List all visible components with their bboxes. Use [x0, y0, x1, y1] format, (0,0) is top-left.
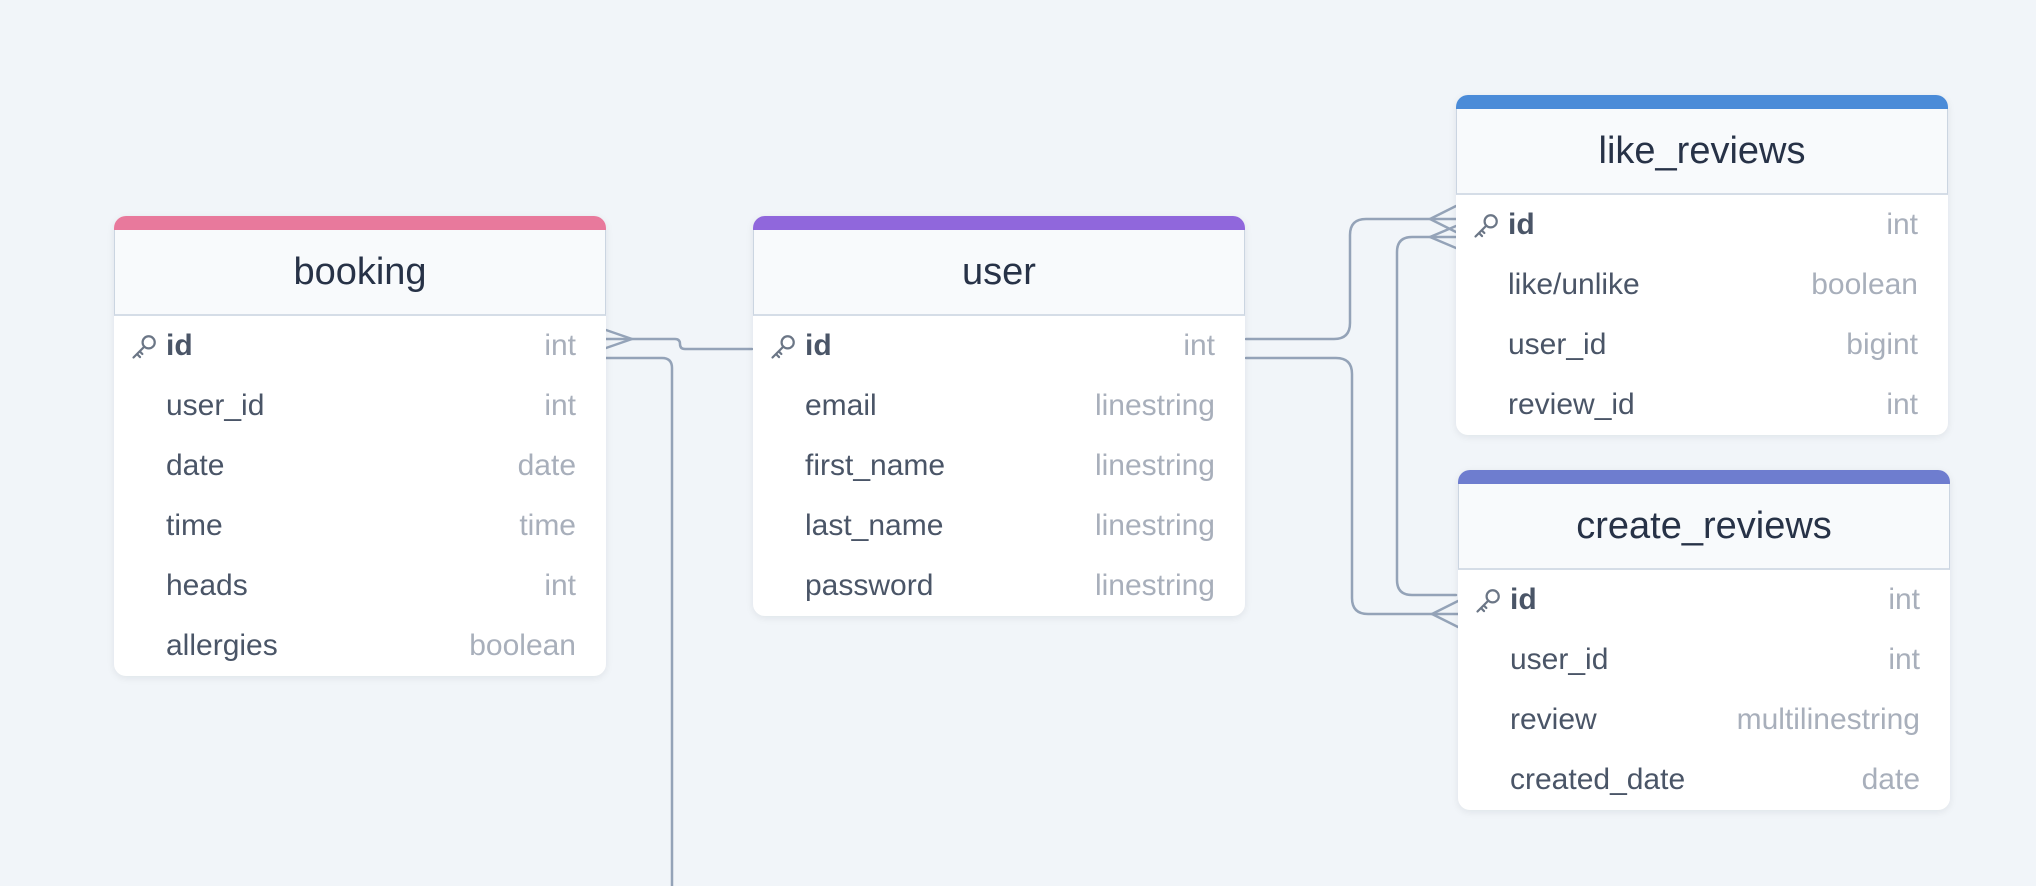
- table-booking[interactable]: booking id int user_id int date date tim…: [114, 216, 606, 676]
- field-name: like/unlike: [1508, 268, 1640, 301]
- field-name: allergies: [166, 629, 278, 662]
- field-name: user_id: [1508, 328, 1607, 361]
- crowsfoot-booking-user: [604, 328, 634, 350]
- field-name: user_id: [166, 389, 265, 422]
- field-type: date: [1861, 763, 1920, 796]
- field-type: int: [1886, 388, 1918, 421]
- field-row[interactable]: user_id int: [1458, 630, 1950, 690]
- field-type: int: [1888, 643, 1920, 676]
- connector-booking-user: [604, 337, 754, 351]
- field-type: int: [544, 389, 576, 422]
- crowsfoot-create-reviews: [1430, 599, 1460, 629]
- field-row[interactable]: first_name linestring: [753, 436, 1245, 496]
- field-name: password: [805, 569, 934, 602]
- table-title: like_reviews: [1598, 129, 1806, 172]
- table-title: create_reviews: [1576, 504, 1832, 547]
- field-name: last_name: [805, 509, 944, 542]
- field-name: email: [805, 389, 877, 422]
- field-row[interactable]: user_id bigint: [1456, 315, 1948, 375]
- table-header-accent: [753, 216, 1245, 230]
- field-type: linestring: [1094, 389, 1215, 422]
- field-row[interactable]: like/unlike boolean: [1456, 255, 1948, 315]
- key-icon: [1474, 214, 1498, 238]
- field-name: id: [1508, 208, 1535, 241]
- table-header[interactable]: booking: [114, 230, 606, 316]
- key-icon: [1476, 589, 1500, 613]
- field-type: linestring: [1094, 569, 1215, 602]
- connector-user-create-reviews: [1244, 356, 1460, 616]
- table-user[interactable]: user id int email linestring first_name …: [753, 216, 1245, 616]
- field-name: id: [1510, 583, 1537, 616]
- crowsfoot-like-reviews-b: [1428, 224, 1458, 250]
- field-type: int: [544, 329, 576, 362]
- field-type: int: [544, 569, 576, 602]
- table-create-reviews[interactable]: create_reviews id int user_id int review…: [1458, 470, 1950, 810]
- key-icon: [132, 335, 156, 359]
- key-icon: [771, 335, 795, 359]
- field-name: id: [805, 329, 832, 362]
- field-row[interactable]: review multilinestring: [1458, 690, 1950, 750]
- field-list: id int email linestring first_name lines…: [753, 316, 1245, 616]
- field-row[interactable]: id int: [753, 316, 1245, 376]
- table-header-accent: [1456, 95, 1948, 109]
- field-row[interactable]: id int: [1458, 570, 1950, 630]
- field-name: created_date: [1510, 763, 1686, 796]
- field-name: date: [166, 449, 225, 482]
- table-header-accent: [1458, 470, 1950, 484]
- crowsfoot-like-reviews-a: [1428, 204, 1458, 234]
- connector-create-like-reviews: [1395, 235, 1458, 597]
- field-row[interactable]: heads int: [114, 556, 606, 616]
- field-list: id int like/unlike boolean user_id bigin…: [1456, 195, 1948, 435]
- field-row[interactable]: review_id int: [1456, 375, 1948, 435]
- field-type: boolean: [1811, 268, 1918, 301]
- field-name: time: [166, 509, 223, 542]
- connector-booking-down: [604, 356, 674, 886]
- field-type: time: [519, 509, 576, 542]
- field-row[interactable]: last_name linestring: [753, 496, 1245, 556]
- field-type: int: [1886, 208, 1918, 241]
- table-title: booking: [293, 250, 427, 293]
- field-row[interactable]: date date: [114, 436, 606, 496]
- field-row[interactable]: email linestring: [753, 376, 1245, 436]
- field-name: review: [1510, 703, 1597, 736]
- field-row[interactable]: id int: [1456, 195, 1948, 255]
- field-row[interactable]: allergies boolean: [114, 616, 606, 676]
- field-list: id int user_id int date date time time h…: [114, 316, 606, 676]
- field-type: bigint: [1846, 328, 1918, 361]
- field-row[interactable]: user_id int: [114, 376, 606, 436]
- connector-user-like-reviews: [1244, 217, 1458, 341]
- field-name: user_id: [1510, 643, 1609, 676]
- field-row[interactable]: id int: [114, 316, 606, 376]
- field-row[interactable]: password linestring: [753, 556, 1245, 616]
- field-list: id int user_id int review multilinestrin…: [1458, 570, 1950, 810]
- field-name: review_id: [1508, 388, 1635, 421]
- field-type: linestring: [1094, 449, 1215, 482]
- field-type: boolean: [469, 629, 576, 662]
- field-name: id: [166, 329, 193, 362]
- table-title: user: [962, 250, 1036, 293]
- table-header[interactable]: user: [753, 230, 1245, 316]
- field-type: int: [1183, 329, 1215, 362]
- table-header-accent: [114, 216, 606, 230]
- table-header[interactable]: like_reviews: [1456, 109, 1948, 195]
- field-type: int: [1888, 583, 1920, 616]
- field-name: first_name: [805, 449, 946, 482]
- field-name: heads: [166, 569, 248, 602]
- table-like-reviews[interactable]: like_reviews id int like/unlike boolean …: [1456, 95, 1948, 435]
- table-header[interactable]: create_reviews: [1458, 484, 1950, 570]
- field-type: linestring: [1094, 509, 1215, 542]
- field-type: multilinestring: [1736, 703, 1920, 736]
- field-row[interactable]: created_date date: [1458, 750, 1950, 810]
- field-type: date: [517, 449, 576, 482]
- field-row[interactable]: time time: [114, 496, 606, 556]
